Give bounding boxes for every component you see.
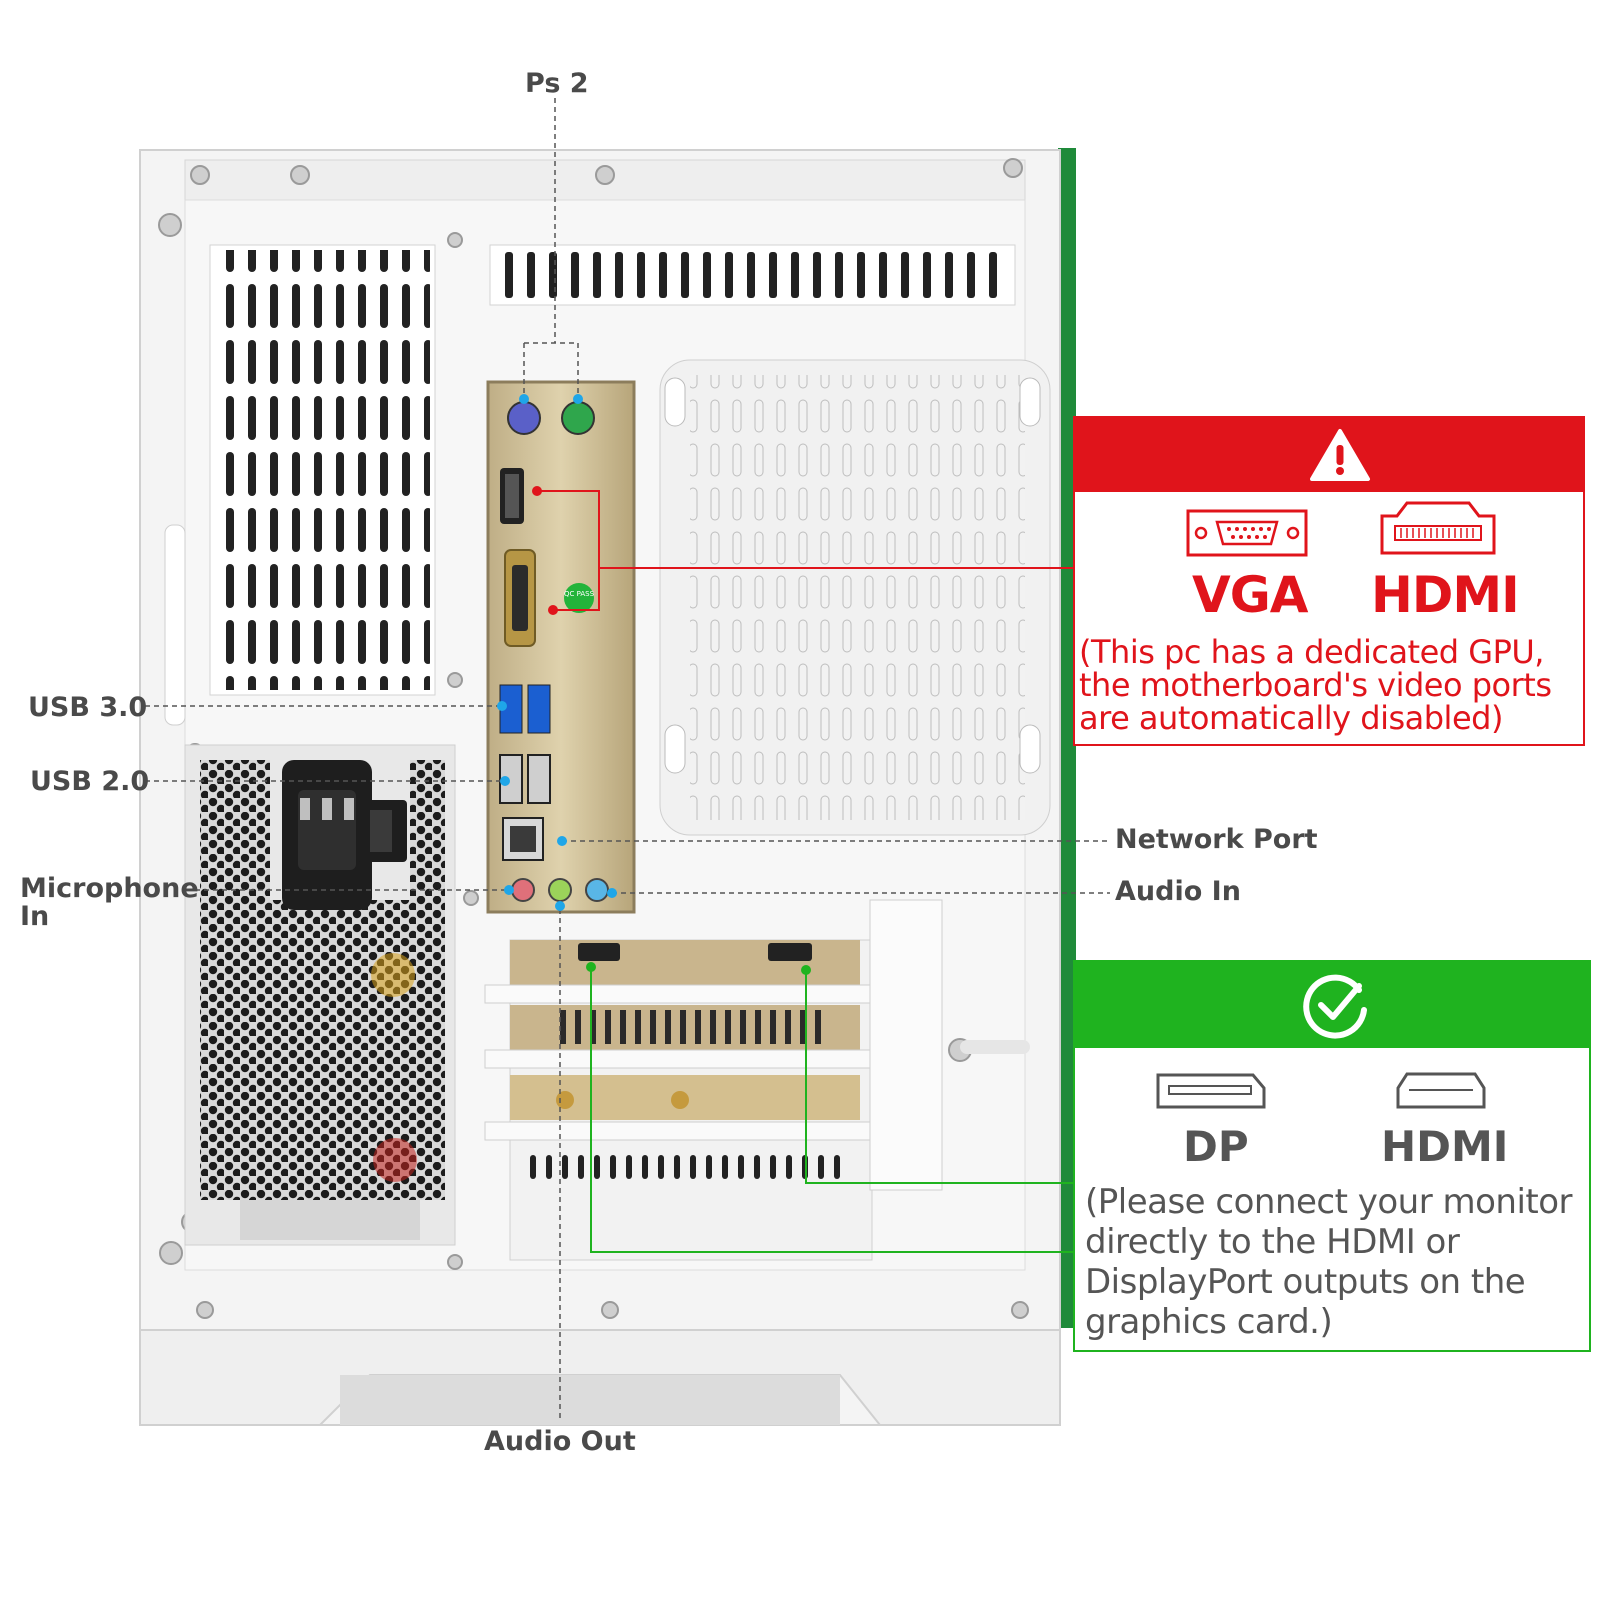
- hdmi-label-gray: HDMI: [1381, 1122, 1509, 1171]
- gpu-connect-note: (Please connect your monitor directly to…: [1085, 1182, 1573, 1342]
- ps2-dot-1: [519, 394, 529, 404]
- usb30-dot: [497, 701, 507, 711]
- red-hdmi-vga-link: [537, 490, 600, 611]
- audio-in-label: Audio In: [1115, 876, 1241, 907]
- green-hdmi-line: [805, 970, 1073, 1184]
- qc-sticker-text: QC PASS: [564, 590, 595, 598]
- red-vga-dot: [548, 605, 558, 615]
- microphone-in-dot: [504, 885, 514, 895]
- network-port-dot: [557, 836, 567, 846]
- hdmi-port-icon-gray: [1396, 1072, 1486, 1109]
- green-dp-line: [590, 967, 1073, 1253]
- warning-note: (This pc has a dedicated GPU, the mother…: [1079, 633, 1552, 737]
- ps2-label: Ps 2: [525, 68, 589, 99]
- green-hdmi-dot: [801, 965, 811, 975]
- dp-label: DP: [1183, 1122, 1249, 1171]
- red-hdmi-dot: [532, 486, 542, 496]
- usb20-dot: [500, 776, 510, 786]
- audio-out-label: Audio Out: [484, 1426, 636, 1457]
- warning-triangle-icon: [1310, 429, 1370, 481]
- ok-panel-header: [1075, 962, 1589, 1048]
- onboard-video-warning-panel: VGA HDMI (This pc has a dedicated GPU, t…: [1073, 416, 1585, 746]
- hdmi-port-icon-red: [1380, 501, 1496, 555]
- gpu-outputs-panel: DP HDMI (Please connect your monitor dir…: [1073, 960, 1591, 1352]
- ps2-bracket-line: [523, 342, 579, 393]
- audio-out-dot: [555, 901, 565, 911]
- usb30-label: USB 3.0: [28, 692, 148, 723]
- network-port-label: Network Port: [1115, 824, 1318, 855]
- check-circle-icon: [1303, 974, 1367, 1039]
- usb20-label: USB 2.0: [30, 766, 150, 797]
- microphone-in-label: Microphone In: [20, 873, 199, 932]
- ps2-dot-2: [573, 394, 583, 404]
- vga-port-icon: [1186, 509, 1308, 557]
- displayport-icon: [1156, 1073, 1266, 1109]
- vga-label: VGA: [1192, 566, 1308, 624]
- green-dp-dot: [586, 962, 596, 972]
- audio-in-dot: [607, 888, 617, 898]
- warning-panel-header: [1075, 418, 1583, 492]
- hdmi-label-red: HDMI: [1371, 566, 1520, 624]
